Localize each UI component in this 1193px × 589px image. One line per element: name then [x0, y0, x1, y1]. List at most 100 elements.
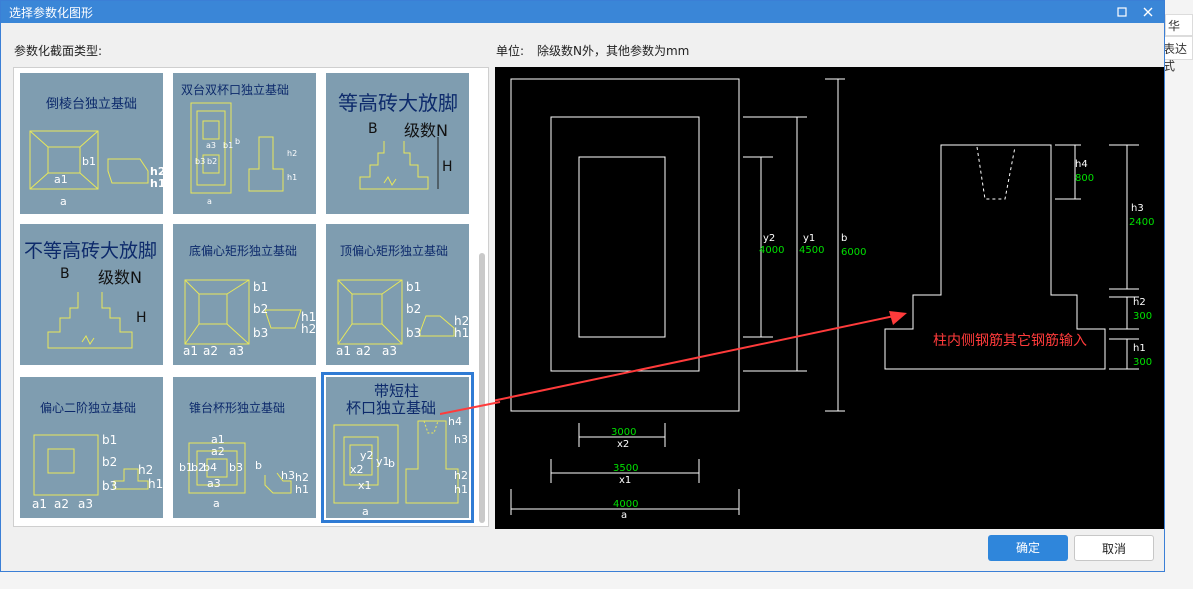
close-icon	[1143, 7, 1153, 17]
param-h3-value: 2400	[1129, 217, 1155, 228]
gallery-scrollbar[interactable]	[479, 253, 485, 523]
tile-short-column-cup-footing[interactable]: 带短柱 杯口独立基础 x2 x1 y2 y1 b h4 h3 h2 h1 a	[321, 372, 474, 523]
tile-label: b	[388, 457, 395, 470]
section-profile	[884, 144, 1106, 370]
tile-diagram	[33, 434, 149, 496]
tile-label: a1	[336, 344, 351, 358]
tile-diagram	[190, 102, 284, 194]
tile-label: a	[207, 197, 212, 206]
tile-label: b2	[406, 302, 422, 316]
param-x2-value: 3000	[611, 427, 637, 438]
param-b-name: b	[841, 233, 848, 244]
tile-label: a3	[207, 477, 221, 490]
tile-title: 偏心二阶独立基础	[40, 401, 137, 415]
tile-equal-height-brick-footing[interactable]: 等高砖大放脚 B 级数N H	[326, 73, 469, 214]
tile-title: 锥台杯形独立基础	[189, 401, 286, 415]
tile-label: a1	[211, 433, 225, 446]
tile-label: a3	[206, 141, 216, 150]
tile-bottom-eccentric-footing[interactable]: 底偏心矩形独立基础 b1 b2 b3 h1 h2 a1 a2 a3	[173, 224, 316, 365]
background-expression-cell: 表达式	[1161, 36, 1193, 73]
tile-label: b1	[253, 280, 269, 294]
param-y1-name: y1	[803, 233, 816, 244]
tile-unequal-height-brick-footing[interactable]: 不等高砖大放脚 B 级数N H	[20, 224, 163, 365]
dim-y2-line	[743, 156, 773, 338]
param-a-value: 4000	[613, 499, 639, 510]
param-y1-value: 4500	[799, 245, 825, 256]
tile-frustum-cup-footing[interactable]: 锥台杯形独立基础 a1 a2 a3 b1 b2 b3 b4 h3 h2 h1 a…	[173, 377, 316, 518]
tile-label: b4	[203, 461, 217, 474]
tile-label: b	[235, 137, 241, 146]
param-x1-name: x1	[619, 475, 632, 486]
tile-label: h1	[150, 177, 166, 190]
tile-inverted-frustum-footing[interactable]: 倒棱台独立基础 b1 h2 h1 a1 a	[20, 73, 166, 214]
annotation-arrow-head	[889, 311, 907, 325]
tile-label: b3	[229, 461, 243, 474]
tile-label: h3	[281, 469, 295, 482]
tile-label: h1	[295, 483, 309, 496]
tile-label: h1	[454, 483, 468, 496]
plan-middle-rect	[550, 116, 700, 372]
tile-label: H	[136, 310, 147, 326]
dim-b-line	[825, 78, 845, 412]
tile-diagram	[337, 279, 455, 345]
dim-y1-line	[743, 116, 807, 372]
dim-h4-line	[1055, 144, 1081, 200]
tile-label: 级数N	[98, 268, 142, 287]
units-note: 除级数N外，其他参数为mm	[537, 44, 690, 58]
tile-title-line2: 杯口独立基础	[346, 399, 437, 417]
tile-eccentric-two-step-footing[interactable]: 偏心二阶独立基础 b1 b2 b3 h2 h1 a1 a2 a3	[20, 377, 163, 518]
background-side-text: 华	[1168, 19, 1181, 33]
tile-label: b3	[102, 479, 118, 493]
preview-drawing	[444, 78, 1139, 515]
tile-diagram	[333, 420, 459, 504]
ok-button[interactable]: 确定	[988, 535, 1068, 561]
tile-title: 双台双杯口独立基础	[181, 83, 290, 97]
tile-label: a1	[183, 344, 198, 358]
tile-label: h2	[295, 471, 309, 484]
dim-a-line	[510, 489, 740, 515]
tile-label: h2	[138, 463, 154, 477]
close-button[interactable]	[1138, 2, 1158, 22]
annotation-arrow-line	[444, 314, 900, 412]
tile-label: h4	[448, 415, 462, 428]
tile-label: b1	[406, 280, 422, 294]
param-b-value: 6000	[841, 247, 867, 258]
cancel-button[interactable]: 取消	[1074, 535, 1154, 561]
tile-label: b2	[207, 157, 218, 166]
tile-diagram	[29, 130, 149, 190]
select-parametric-shape-dialog: 选择参数化图形 参数化截面类型: 单位: 除级数N外，其他参数为mm 倒棱台独立…	[0, 0, 1165, 572]
tile-label: a1	[32, 497, 47, 511]
tile-label: B	[368, 121, 378, 137]
plan-outer-rect	[510, 78, 740, 412]
tile-label: b3	[406, 326, 422, 340]
dim-h2-line	[1109, 296, 1139, 330]
tile-diagram	[47, 292, 133, 349]
tile-label: h2	[287, 149, 298, 158]
tile-label: b1	[179, 461, 193, 474]
tile-double-cup-footing[interactable]: 双台双杯口独立基础 a3 b3 b2 b1 b h2 h1 a	[173, 73, 316, 214]
param-y2-name: y2	[763, 233, 776, 244]
param-a-name: a	[621, 510, 628, 521]
dim-x2-line	[578, 423, 666, 447]
tile-label: y2	[360, 449, 374, 462]
tile-label: h2	[454, 469, 468, 482]
parameter-preview-canvas: y2 4000 y1 4500 b 6000 3000 x2 3500 x1 4…	[444, 67, 1164, 529]
tile-title: 不等高砖大放脚	[24, 240, 158, 262]
tile-label: b3	[195, 157, 206, 166]
maximize-button[interactable]	[1112, 2, 1132, 22]
title-bar: 选择参数化图形	[1, 1, 1164, 23]
dim-h3-line	[1109, 144, 1139, 290]
tile-label: b2	[253, 302, 269, 316]
tile-label: a3	[78, 497, 93, 511]
section-type-label: 参数化截面类型:	[14, 44, 103, 58]
tile-label: b1	[82, 155, 96, 168]
background-side-cell: 华	[1165, 14, 1193, 36]
tile-label: a2	[356, 344, 371, 358]
tile-label: a	[213, 497, 220, 510]
param-x2-name: x2	[617, 439, 630, 450]
tile-label: b3	[253, 326, 269, 340]
tile-top-eccentric-footing[interactable]: 顶偏心矩形独立基础 b1 b2 b3 h2 h1 a1 a2 a3	[326, 224, 469, 365]
tile-title: 等高砖大放脚	[338, 91, 458, 115]
tile-label: a2	[54, 497, 69, 511]
tile-diagram	[359, 137, 439, 190]
